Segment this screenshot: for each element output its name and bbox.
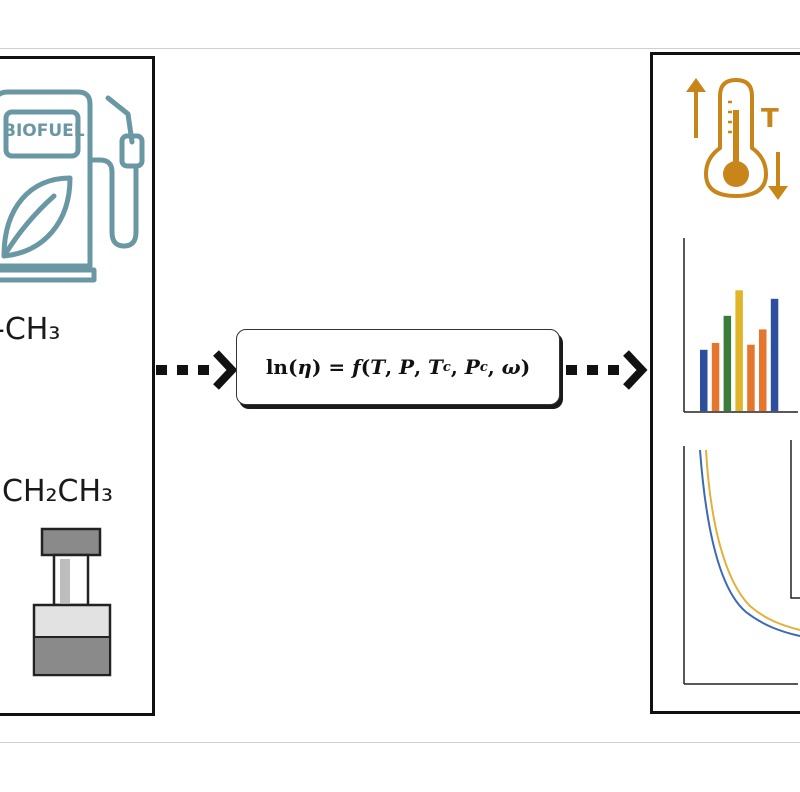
- bar-2: [711, 343, 720, 411]
- inset-frame: [790, 440, 800, 599]
- bottom-divider: [0, 742, 800, 743]
- viscometer-icon: [32, 527, 112, 677]
- ethyl-formula: CH₂CH₃: [2, 474, 114, 509]
- curve-yellow: [705, 449, 800, 631]
- curve-blue: [699, 449, 800, 637]
- line-chart-icon: [683, 440, 800, 685]
- eq-Tc: T: [428, 355, 443, 379]
- temperature-icon: [686, 77, 788, 200]
- eq-Tc-sub: c: [442, 359, 451, 375]
- eq-eta: η: [297, 355, 312, 379]
- eq-Pc-sub: c: [479, 359, 488, 375]
- bar-3: [723, 315, 732, 411]
- eq-close: ): [520, 355, 531, 379]
- bar-1: [700, 349, 708, 411]
- eq-open: (: [360, 355, 371, 379]
- fuel-pump-icon: [0, 89, 145, 283]
- methyl-formula: -CH₃: [0, 312, 61, 347]
- input-arrow-icon: [156, 350, 238, 390]
- output-arrow-icon: [566, 350, 648, 390]
- bar-4: [735, 290, 743, 411]
- eq-equals: ) =: [311, 355, 353, 379]
- eq-comma-1: ,: [385, 355, 400, 379]
- temperature-label: T: [761, 104, 779, 134]
- eq-P: P: [399, 355, 415, 379]
- top-divider: [0, 48, 800, 49]
- eq-comma-4: ,: [487, 355, 502, 379]
- bar-5: [747, 344, 755, 411]
- eq-omega: ω: [501, 355, 521, 379]
- bar-7: [770, 298, 779, 411]
- eq-ln: ln(: [265, 355, 298, 379]
- eq-comma-3: ,: [450, 355, 465, 379]
- eq-Pc: P: [464, 355, 480, 379]
- eq-comma-2: ,: [414, 355, 429, 379]
- biofuel-label: BIOFUEL: [3, 121, 85, 141]
- bar-chart-icon: [683, 238, 798, 413]
- eq-T: T: [370, 355, 386, 379]
- eq-f: f: [352, 355, 361, 379]
- bar-6: [759, 329, 767, 411]
